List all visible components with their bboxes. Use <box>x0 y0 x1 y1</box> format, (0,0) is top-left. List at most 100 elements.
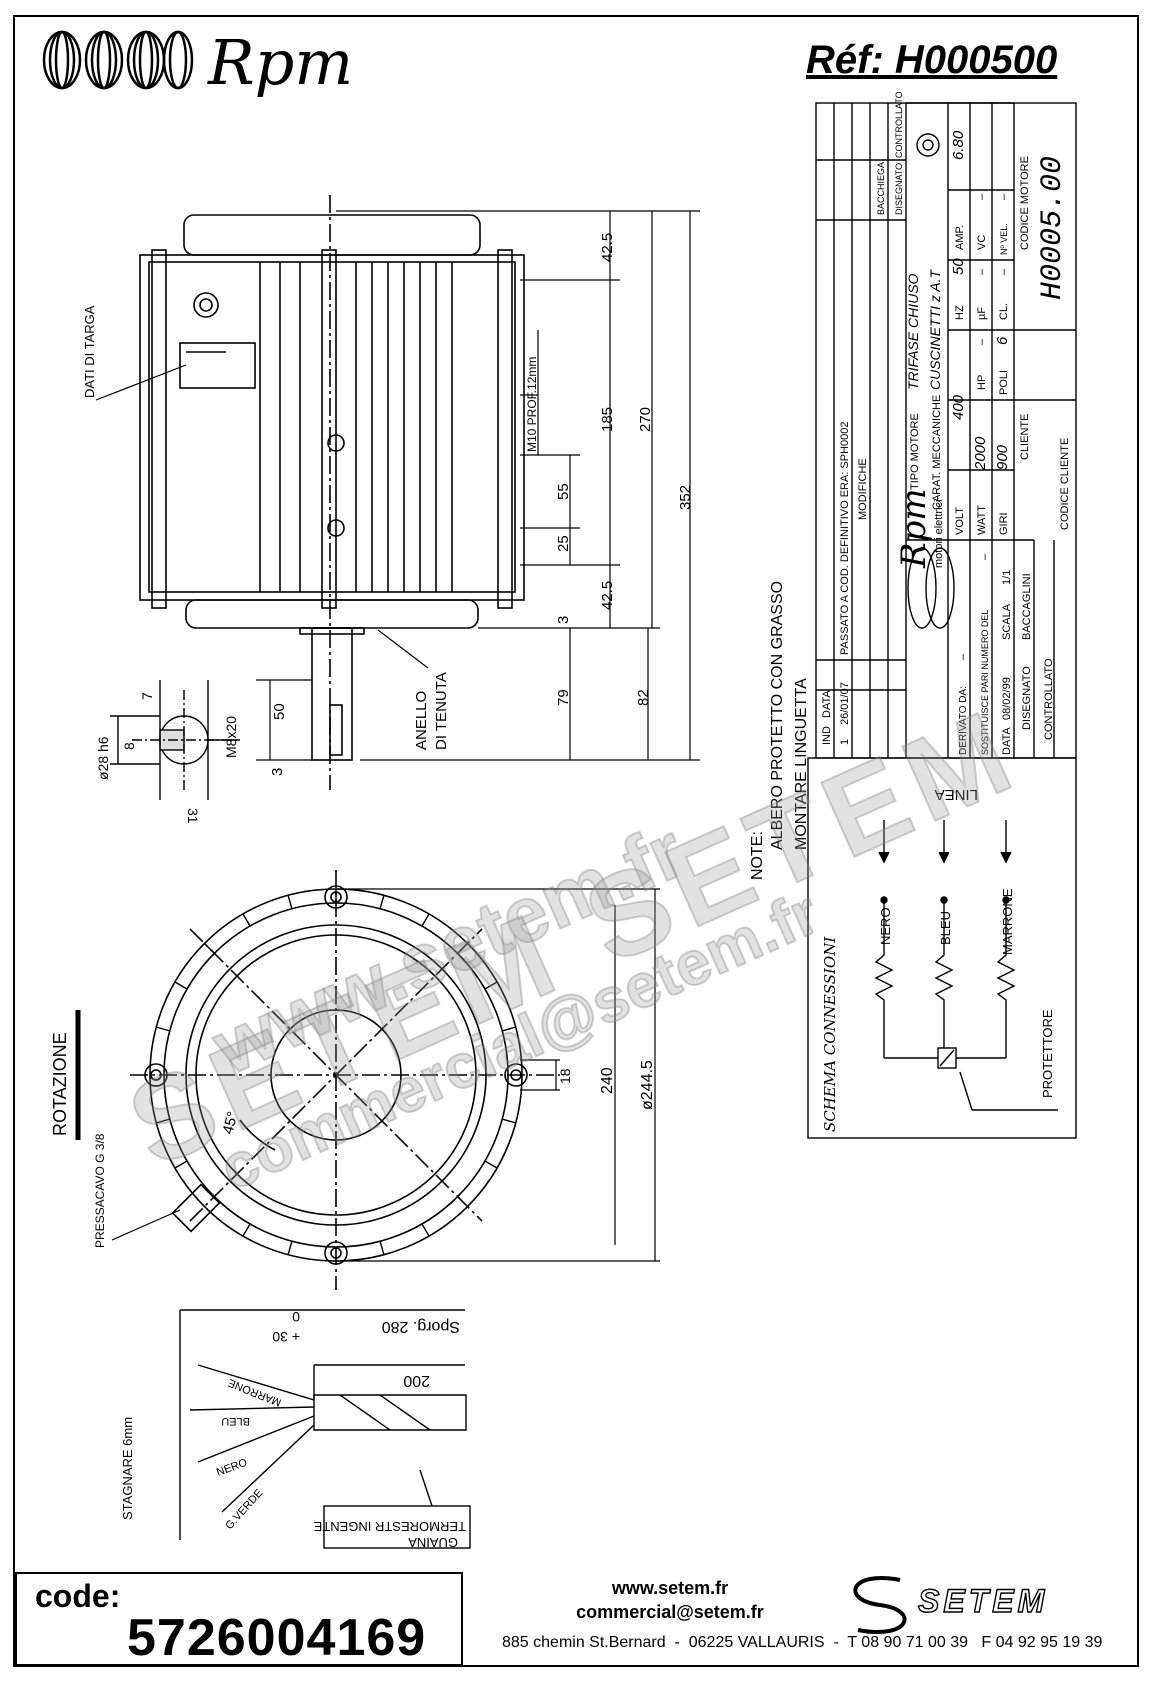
end-view-fins <box>155 889 517 1256</box>
tb-disegnato-value: BACCAGLINI <box>1021 573 1033 640</box>
side-dimensions <box>336 210 700 761</box>
tb-codice-motore-label: CODICE MOTORE <box>1019 156 1031 250</box>
wire-marrone: MARRONE <box>226 1376 283 1408</box>
title-block <box>815 102 1077 759</box>
shaft-texts: ø28 h6 8 7 M8x20 31 <box>95 692 239 824</box>
dim-240: 240 <box>599 1067 616 1094</box>
dim-42-5-bot: 42.5 <box>599 581 616 610</box>
schema-wire-marrone: MARRONE <box>1000 888 1015 955</box>
tb-derivato-value: – <box>957 653 969 660</box>
tb-hp-value: – <box>976 338 988 345</box>
label-dati-targa: DATI DI TARGA <box>82 305 97 398</box>
tb-amp-value: 6.80 <box>950 130 967 160</box>
tb-disegnato-label: DISEGNATO <box>1021 666 1033 730</box>
tb-amp-label: AMP. <box>954 225 966 250</box>
label-m10: M10 PROF.12mm <box>525 357 539 452</box>
tb-giri-value: 900 <box>994 444 1011 470</box>
end-view-dims <box>75 888 660 1262</box>
schema-texts: SCHEMA CONNESSIONI LINEA NERO BLEU MARRO… <box>821 786 1055 1132</box>
dim-82: 82 <box>635 689 652 706</box>
dim-8: 8 <box>121 742 137 750</box>
dim-185: 185 <box>599 407 616 432</box>
dim-270: 270 <box>637 407 654 432</box>
dim-79: 79 <box>555 689 572 706</box>
tb-tipo-value: TRIFASE CHIUSO <box>905 273 921 390</box>
tb-nvel-label: Nº VEL. <box>999 223 1009 255</box>
drawing-frame <box>13 15 1139 1667</box>
tb-poli-label: POLI <box>998 370 1010 395</box>
tb-bacchiega: BACCHIEGA <box>876 162 886 215</box>
label-anello: ANELLO <box>413 691 430 750</box>
tb-hz-label: HZ <box>954 305 966 320</box>
tb-rev-text: PASSATO A COD. DEFINITIVO ERA: SPH0002 <box>839 421 851 655</box>
tb-watt-value: 2000 <box>972 436 989 471</box>
tb-rev-date: 26/01/07 <box>839 682 851 725</box>
tb-data-hdr: DATA <box>821 690 833 718</box>
tb-volt-value: 400 <box>950 394 967 420</box>
label-termo: TERMORESTR INGENTE <box>313 1519 466 1534</box>
schema-linea: LINEA <box>935 786 978 803</box>
dim-50: 50 <box>271 703 288 720</box>
note-line-2: MONTARE LINGUETTA <box>793 678 810 850</box>
cable-texts: Sporg. 280 + 30 0 200 MARRONE BLEU NERO … <box>120 1309 466 1550</box>
label-angle: 45° <box>219 1110 241 1136</box>
tb-cl-value: – <box>998 268 1010 275</box>
dim-18: 18 <box>557 1068 573 1084</box>
cable-detail <box>179 1309 471 1549</box>
tb-carat-value: CUSCINETTI z A.T <box>927 269 943 390</box>
schema-title: SCHEMA CONNESSIONI <box>821 936 839 1132</box>
tb-carat-label: CARAT. MECCANICHE <box>931 395 943 510</box>
tb-scala-value: 1/1 <box>1001 570 1013 585</box>
tb-uf-value: – <box>976 268 988 275</box>
wire-bleu: BLEU <box>221 1415 250 1427</box>
label-di-tenuta: DI TENUTA <box>433 672 450 750</box>
label-m8x20: M8x20 <box>223 716 239 758</box>
dim-3b: 3 <box>269 768 286 776</box>
tb-tipo-label: TIPO MOTORE <box>909 413 921 490</box>
dim-31: 31 <box>185 808 201 824</box>
dim-200: 200 <box>403 1372 430 1389</box>
label-stagnare: STAGNARE 6mm <box>120 1417 135 1520</box>
notes: NOTE: ALBERO PROTETTO CON GRASSO MONTARE… <box>749 581 810 880</box>
label-d28: ø28 h6 <box>95 736 111 780</box>
dim-25: 25 <box>555 535 572 552</box>
end-view-texts: 240 ø244.5 18 ROTAZIONE PRESSACAVO G 3/8… <box>50 1032 656 1248</box>
dim-42-5-top: 42.5 <box>599 233 616 262</box>
schema-protettore: PROTETTORE <box>1040 1009 1055 1098</box>
contact-block: www.setem.fr commercial@setem.fr <box>560 1576 780 1624</box>
tb-vc-label: VC <box>976 235 988 250</box>
email-link[interactable]: commercial@setem.fr <box>576 1602 764 1622</box>
dim-55: 55 <box>555 483 572 500</box>
pressacavo-leader <box>111 1209 181 1241</box>
title-block-texts: IND DATA 1 26/01/07 PASSATO A COD. DEFIN… <box>821 91 1071 755</box>
tb-sostituisce-label: SOSTITUISCE PARI NUMERO DEL <box>980 610 990 755</box>
tb-rev-ind: 1 <box>839 739 851 745</box>
schema-wire-bleu: BLEU <box>938 911 953 945</box>
reference-number: Réf: H000500 <box>806 38 1058 82</box>
tb-modifiche: MODIFICHE <box>857 458 869 520</box>
tb-hp-label: HP <box>976 375 988 390</box>
website-link[interactable]: www.setem.fr <box>611 1578 729 1598</box>
dim-244: ø244.5 <box>639 1060 656 1110</box>
side-dimension-texts: 42.5 185 270 352 55 25 42.5 3 79 82 50 3… <box>82 233 694 776</box>
tb-scala-label: SCALA <box>1001 603 1013 640</box>
tb-ind: IND <box>821 726 833 745</box>
wire-gverde: G.VERDE <box>223 1487 265 1532</box>
tb-codice-cliente-label: CODICE CLIENTE <box>1059 438 1071 530</box>
label-pressacavo: PRESSACAVO G 3/8 <box>93 1133 107 1248</box>
tb-nvel-value: – <box>998 193 1010 200</box>
address: 885 chemin St.Bernard - 06225 VALLAURIS … <box>502 1634 1103 1651</box>
note-label: NOTE: <box>749 831 766 880</box>
dim-352: 352 <box>677 485 694 510</box>
tb-watt-label: WATT <box>976 505 988 535</box>
wire-nero: NERO <box>215 1457 249 1479</box>
dim-7: 7 <box>139 692 155 700</box>
tb-disegnato-col: DISEGNATO <box>894 163 904 215</box>
tb-cl-label: CL. <box>998 303 1010 320</box>
tb-derivato-label: DERIVATO DA: <box>958 686 969 755</box>
schema-wire-nero: NERO <box>878 907 893 945</box>
tb-uf-label: µF <box>976 307 988 320</box>
tb-hz-value: 50 <box>950 258 967 275</box>
tb-rpm-logo: Rpm <box>894 488 934 569</box>
